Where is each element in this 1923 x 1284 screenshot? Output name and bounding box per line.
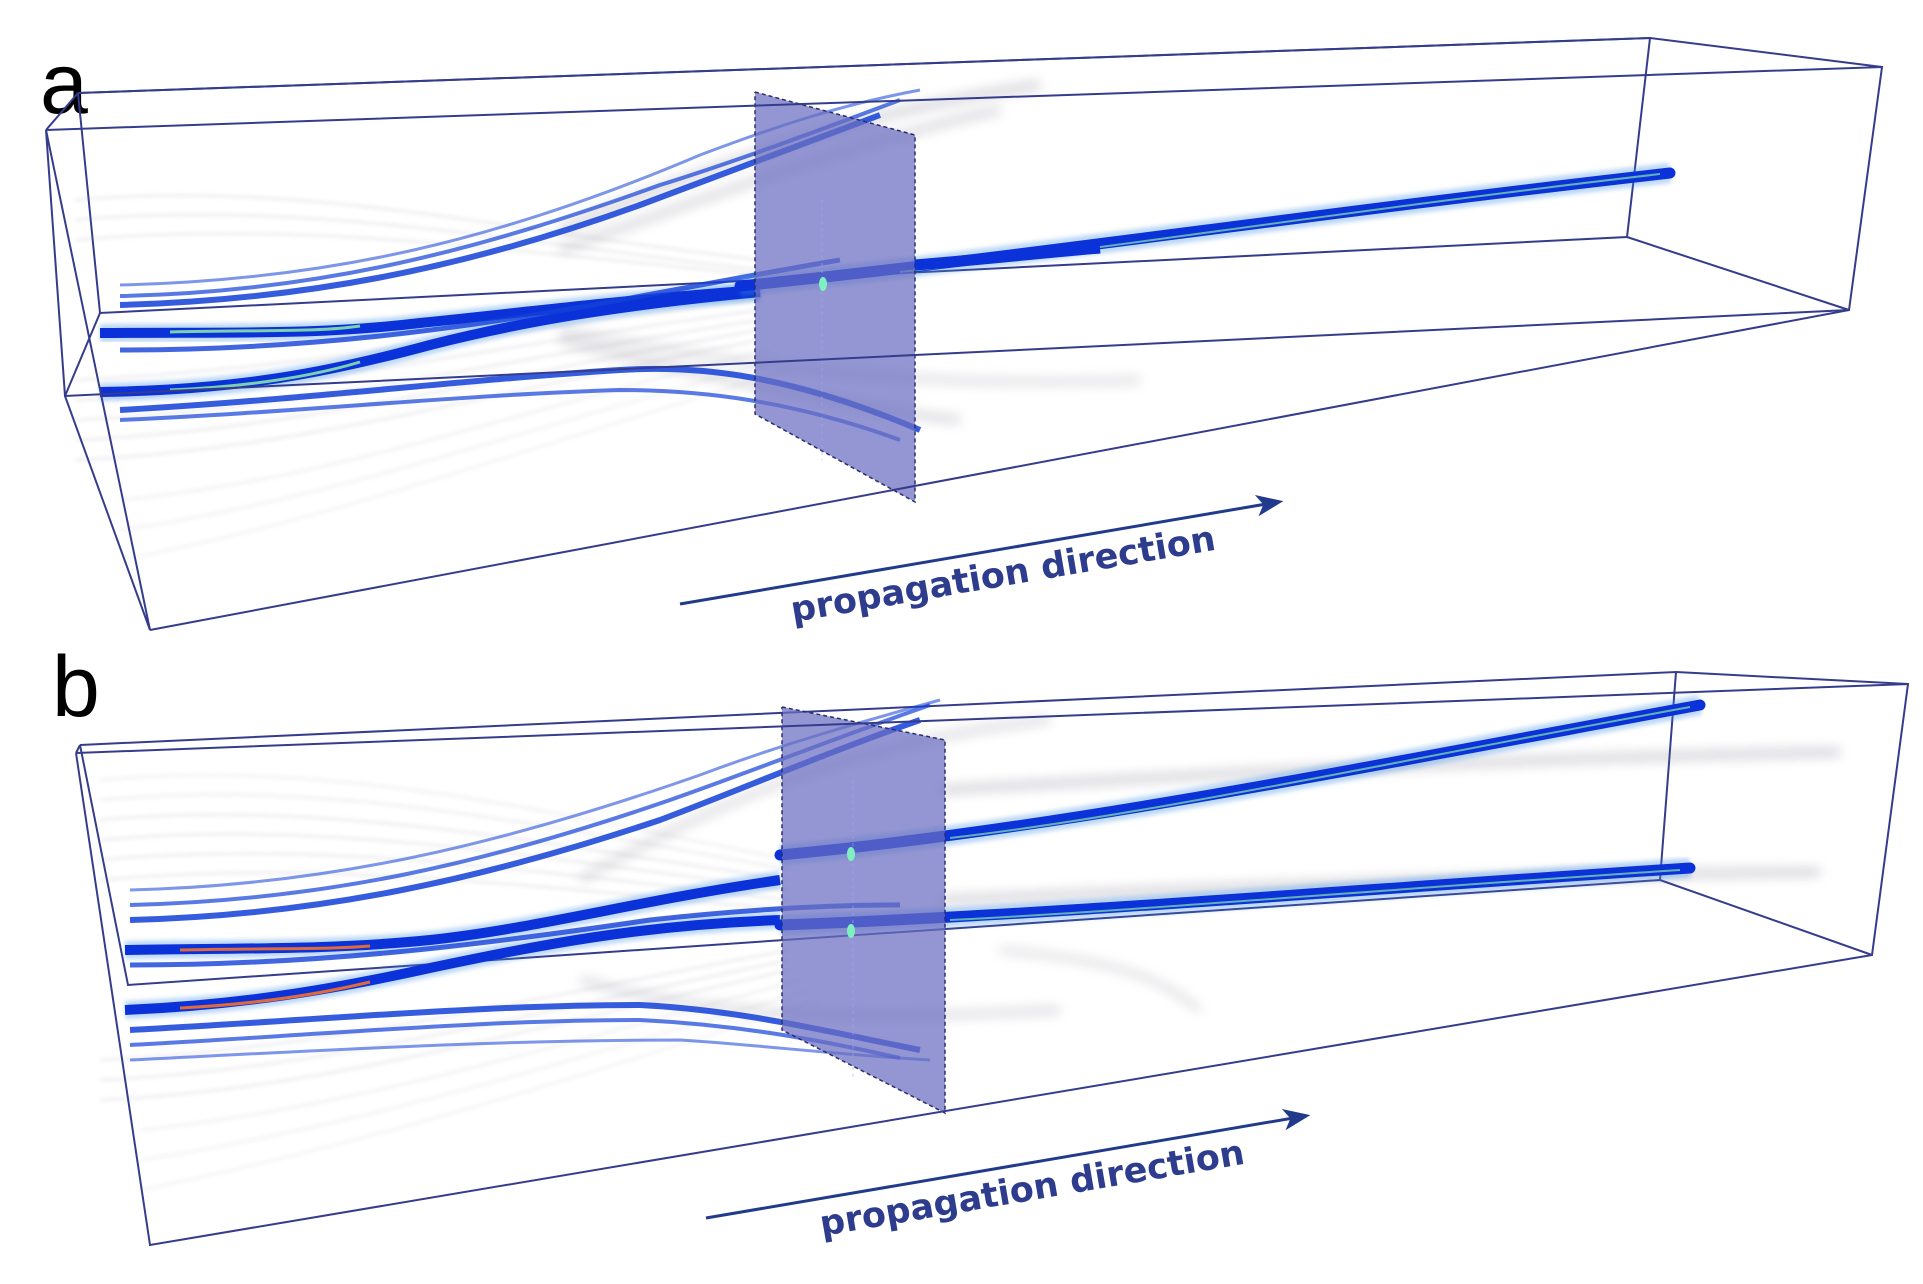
panel-a: a — [40, 36, 1884, 631]
output-beam-a-front — [914, 242, 1101, 271]
box-front-edges — [45, 37, 1884, 631]
panel-letter-b: b — [52, 639, 100, 735]
panel-b: b — [52, 639, 1910, 1247]
propagation-arrow-b — [705, 1108, 1311, 1220]
fringe-haze-b — [99, 774, 821, 1191]
cross-section-plane-b — [781, 706, 946, 1115]
cross-section-plane-a — [754, 91, 916, 504]
box-front-edges-b — [75, 682, 1910, 1247]
propagation-arrow-a — [679, 494, 1284, 606]
